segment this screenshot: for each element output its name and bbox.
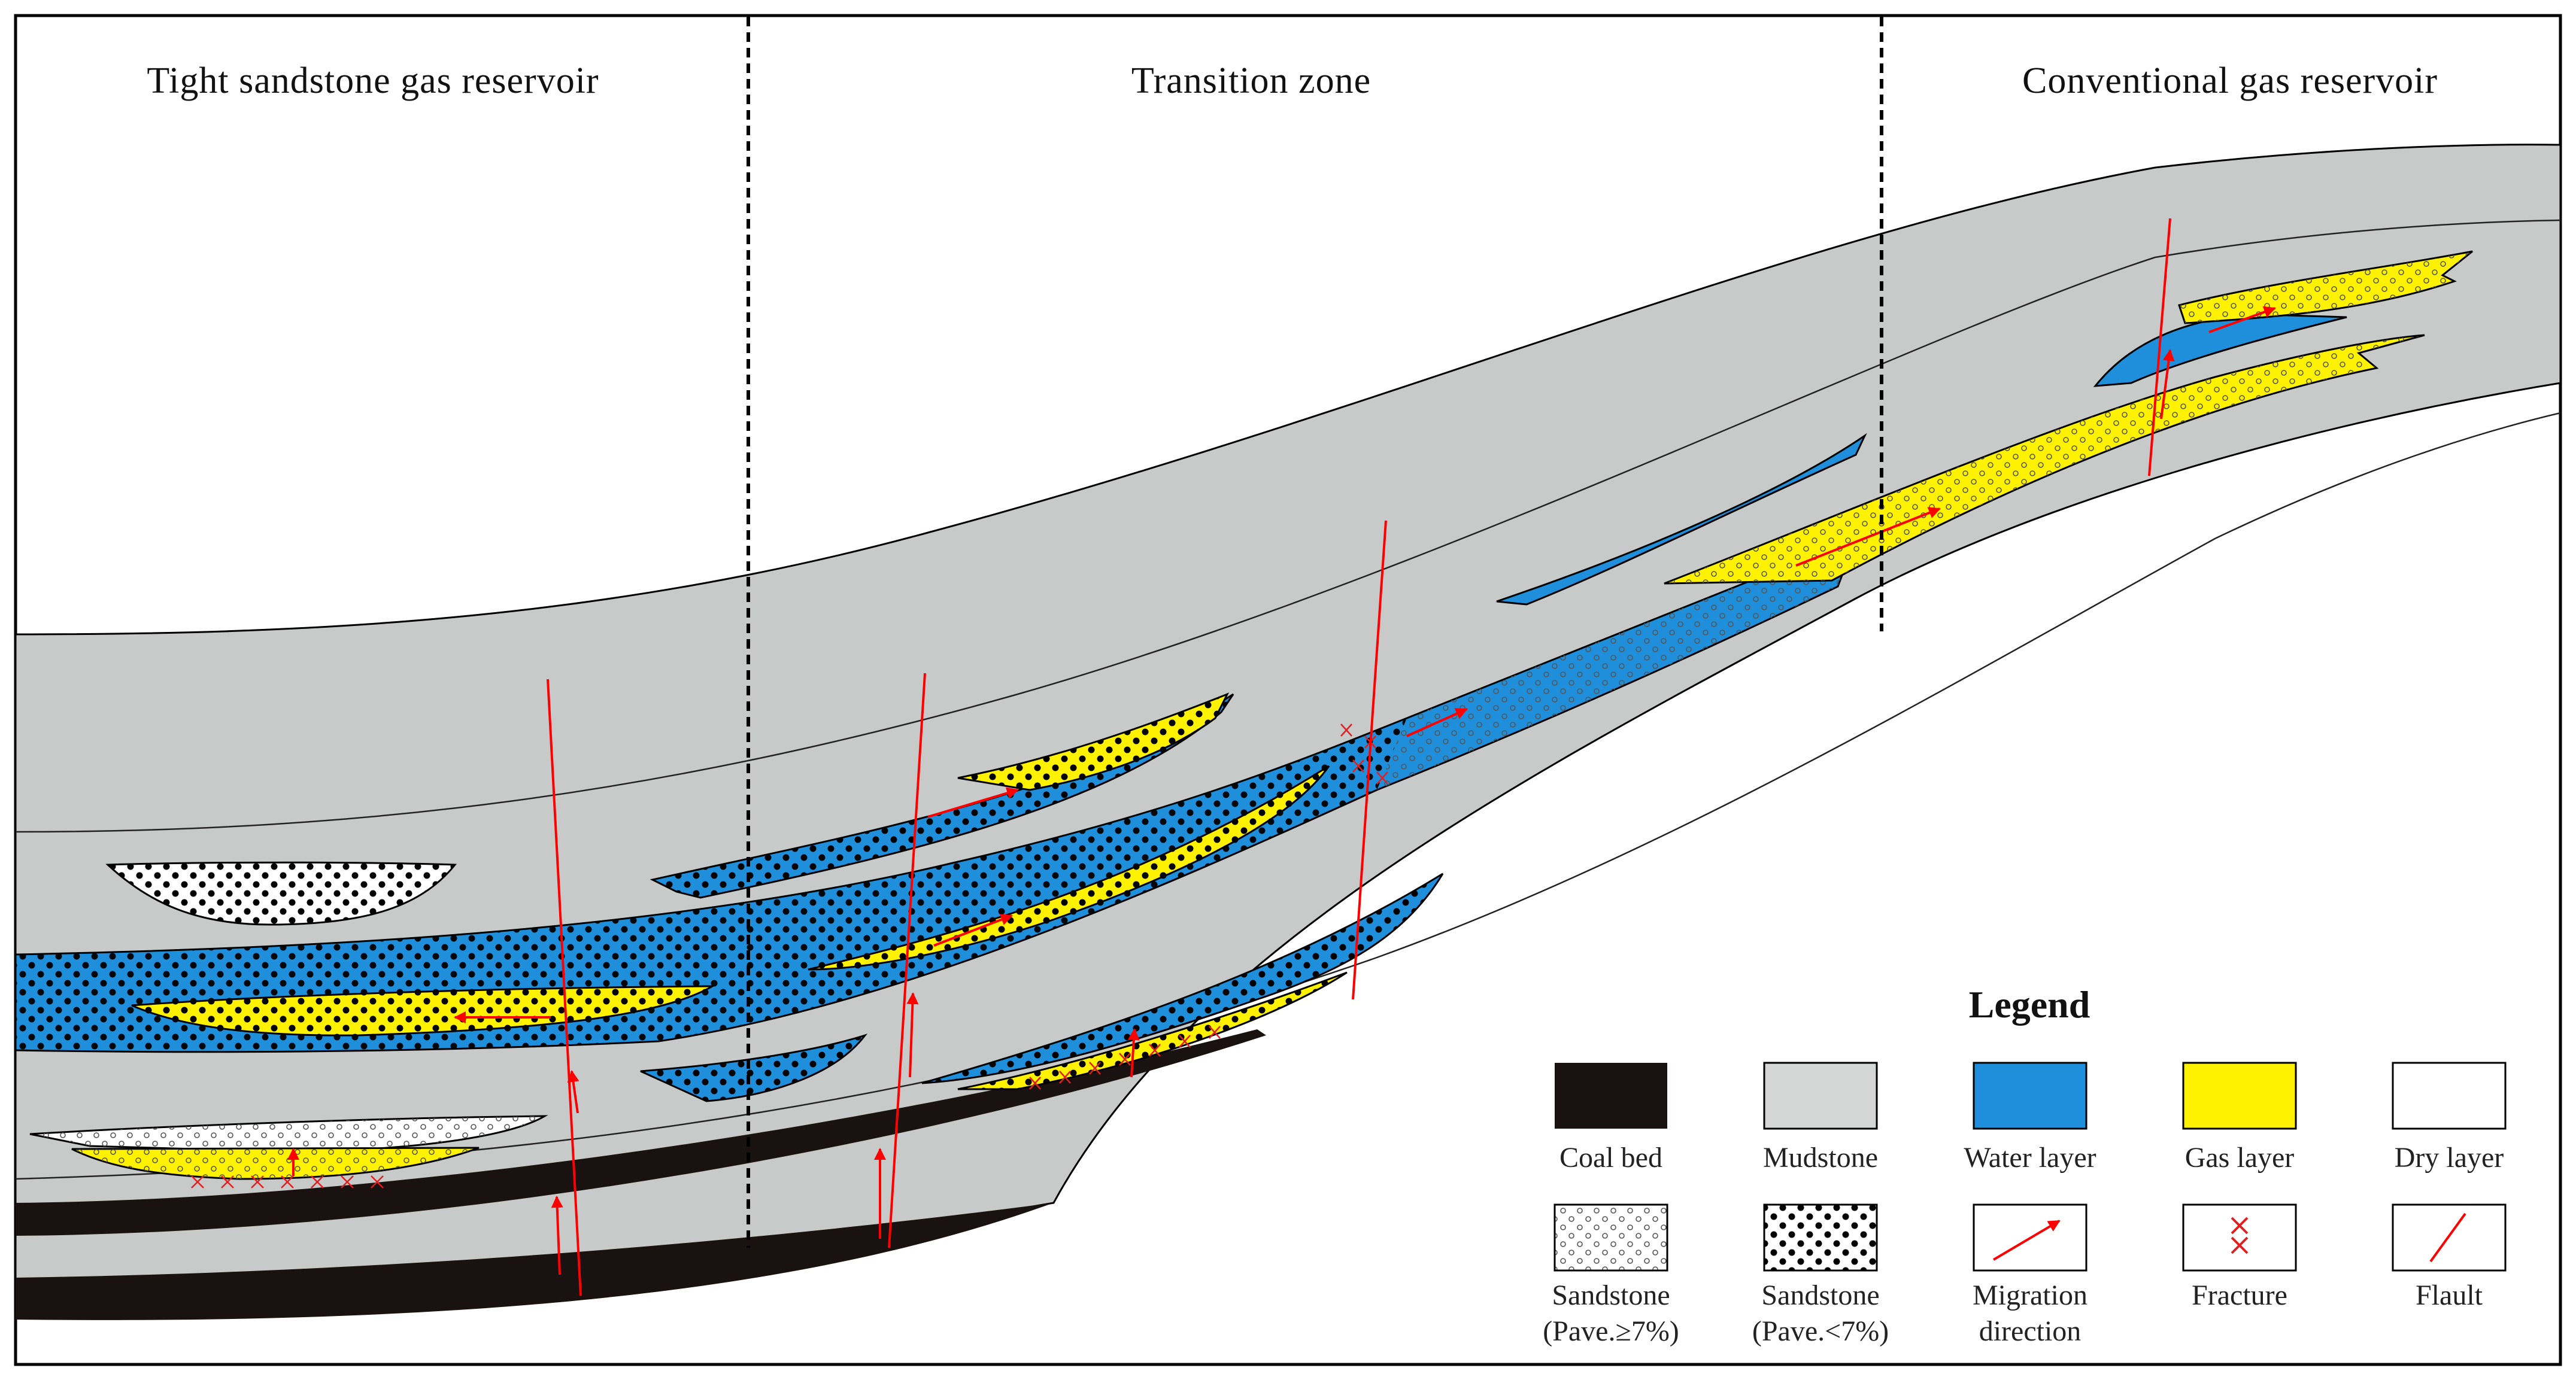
gas-sand-lens-pattern [132, 986, 712, 1036]
legend-label-migration-direction: Migration [1973, 1279, 2087, 1311]
legend-swatch-sandstone-high-porosity [1554, 1203, 1668, 1272]
migration-arrows [287, 306, 2276, 1275]
gas-sand-lens-lower-pattern [72, 1148, 479, 1179]
water-sand-lens-small-pattern [641, 1035, 865, 1101]
legend-swatch-coal-bed [1555, 1063, 1667, 1129]
gas-lens-pattern [2179, 251, 2472, 323]
gas-sand-band-pattern [1664, 335, 2425, 583]
legend-label-coal-bed: Coal bed [1559, 1142, 1662, 1174]
bedding-line [16, 412, 2560, 1180]
water-sand-overlay [16, 718, 1407, 1052]
legend-label-sandstone-high-porosity-sub: (Pave.≥7%) [1543, 1315, 1679, 1347]
fracture-marks [191, 724, 1388, 1188]
legend-label-dry-layer: Dry layer [2395, 1142, 2504, 1174]
legend-label-sandstone-low-porosity-sub: (Pave.<7%) [1752, 1315, 1889, 1347]
legend-label-fracture: Fracture [2192, 1279, 2287, 1311]
zone-title-transition: Transition zone [1131, 60, 1371, 101]
dry-sand-lens-lower-pattern [30, 1116, 545, 1152]
legend-label-fault: Flault [2416, 1279, 2483, 1311]
water-sand-overlay-circles [1377, 539, 1856, 790]
legend-label-water-layer: Water layer [1964, 1142, 2096, 1174]
zone-title-tight: Tight sandstone gas reservoir [147, 60, 599, 101]
water-sand-lens-pattern [653, 694, 1233, 898]
water-lens [1496, 433, 1867, 606]
fault-icon [2429, 1212, 2466, 1263]
legend-swatch-water-layer [1973, 1062, 2087, 1130]
migration-arrow-icon [1992, 1220, 2061, 1261]
legend-swatch-mudstone [1763, 1062, 1878, 1130]
legend-label-gas-layer: Gas layer [2185, 1142, 2295, 1174]
legend: Legend Coal bed Mudstone Water layer Gas… [1543, 983, 2507, 1347]
legend-swatch-dry-layer [2392, 1062, 2507, 1130]
gas-sand-lens-pattern [958, 694, 1227, 790]
legend-label-mudstone: Mudstone [1763, 1142, 1878, 1174]
bedding-line [16, 219, 2560, 833]
faults [547, 218, 2171, 1296]
legend-swatch-sandstone-low-porosity [1763, 1203, 1878, 1272]
dry-sand-lens-pattern [108, 862, 455, 925]
legend-label-sandstone-high-porosity: Sandstone [1552, 1279, 1670, 1311]
coal-bed [16, 1203, 1054, 1320]
legend-swatch-gas-layer [2182, 1062, 2297, 1130]
fracture-icon [2231, 1217, 2249, 1254]
zone-title-conventional: Conventional gas reservoir [2022, 60, 2438, 101]
coal-bed [16, 1029, 1266, 1236]
legend-label-sandstone-low-porosity: Sandstone [1761, 1279, 1879, 1311]
legend-title: Legend [1969, 983, 2090, 1026]
legend-label-migration-direction-sub: direction [1979, 1315, 2082, 1347]
legend-swatch-fracture [2182, 1203, 2297, 1272]
